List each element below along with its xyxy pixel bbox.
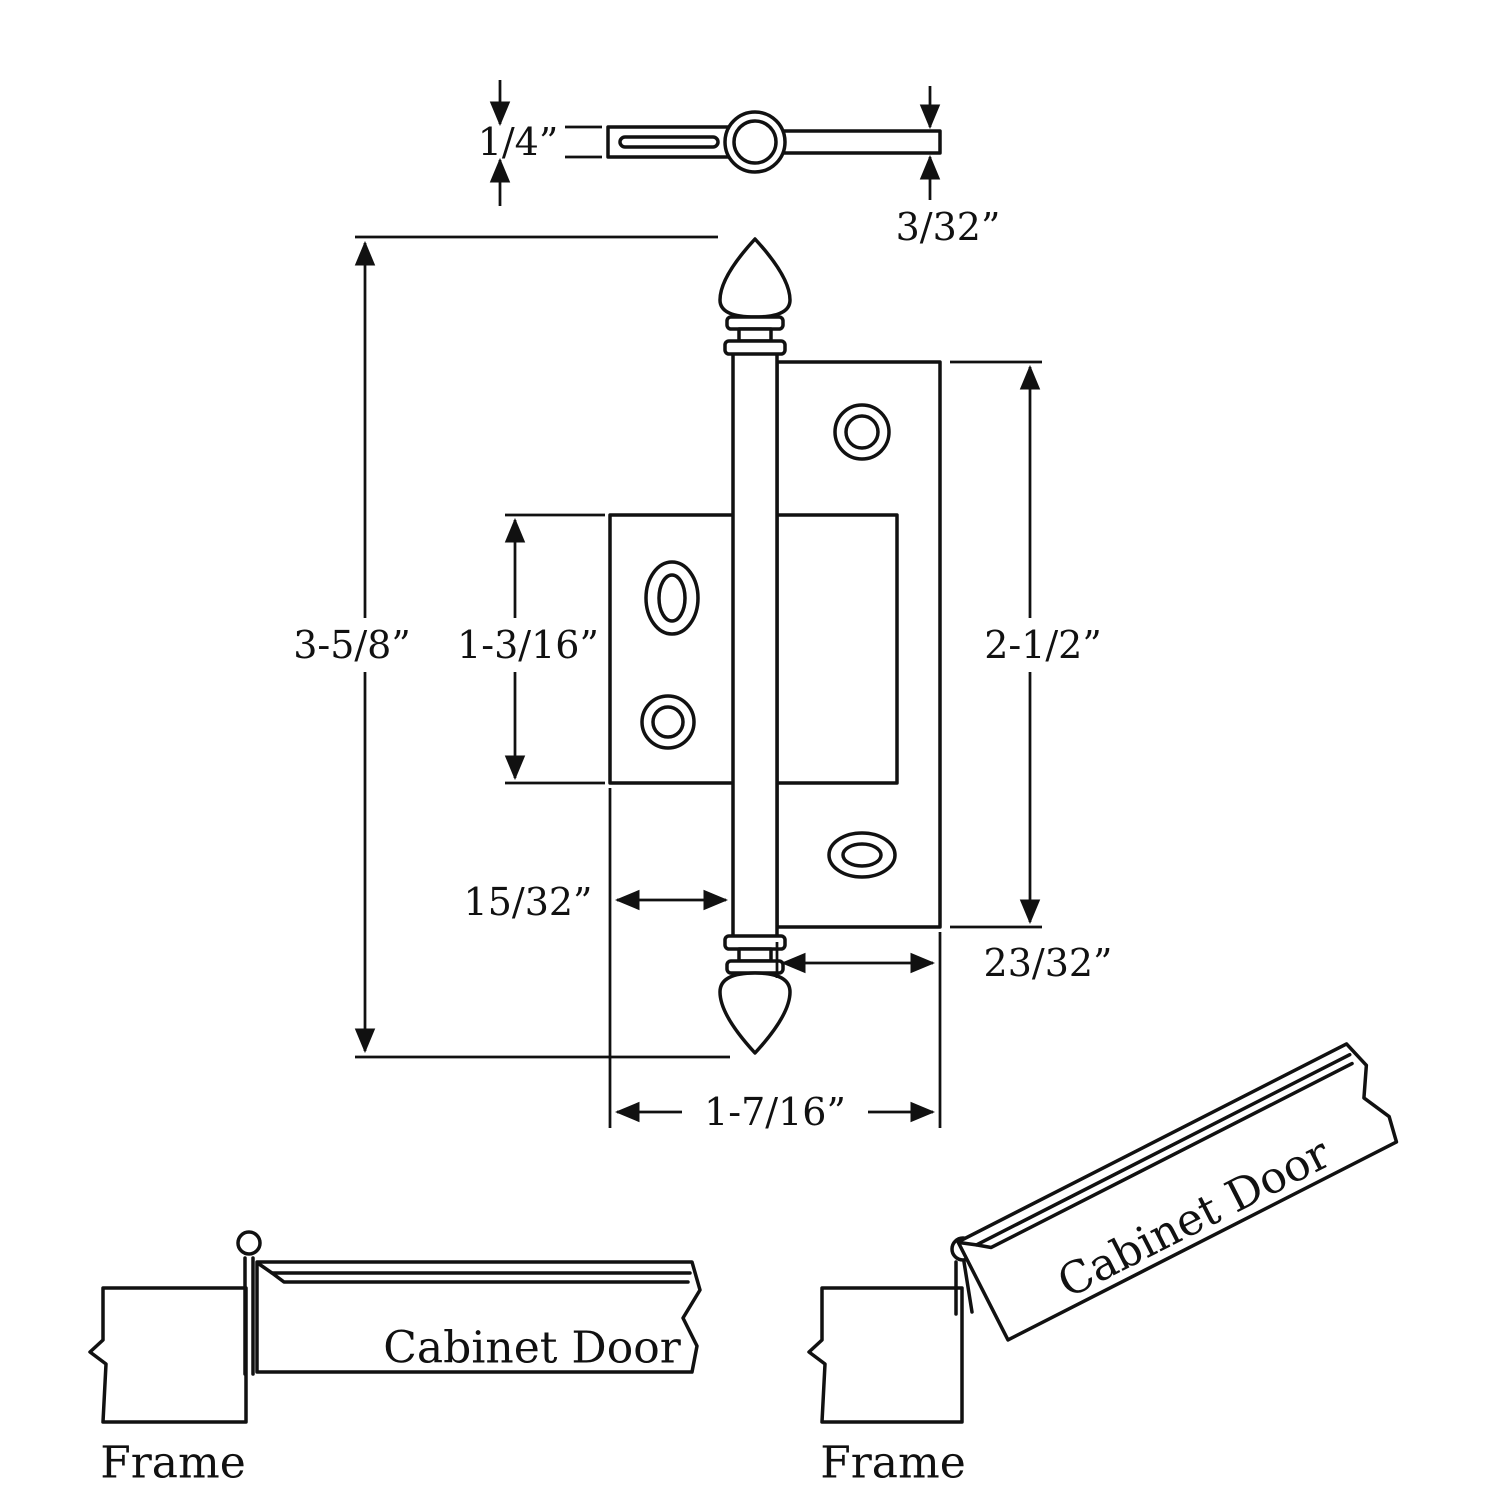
- frame-open: [807, 1286, 964, 1424]
- top-finial: [718, 237, 792, 356]
- dimension-plate-thickness: 3/32”: [896, 86, 1001, 249]
- bottom-finial-acorn: [718, 971, 792, 1055]
- door-open: [956, 1042, 1399, 1342]
- top-finial-acorn: [718, 237, 792, 319]
- hinge-ball-closed: [236, 1230, 262, 1256]
- dim-wide-leaf-height-label: 2-1/2”: [984, 623, 1102, 667]
- door-closed: [255, 1260, 702, 1374]
- hinge-barrel: [731, 348, 779, 942]
- frame-closed: [88, 1286, 248, 1424]
- dimension-leaf-thickness: 1/4”: [478, 80, 602, 206]
- dimension-pin-offset: 15/32”: [464, 880, 729, 924]
- frame-label-closed: Frame: [100, 1438, 246, 1489]
- frame-label-open: Frame: [820, 1438, 966, 1489]
- top-profile-view: 1/4” 3/32”: [478, 80, 1001, 249]
- dimension-wide-leaf-width: 23/32”: [775, 941, 1113, 985]
- bottom-finial-collar: [725, 959, 785, 975]
- cabinet-door-label-closed: Cabinet Door: [383, 1323, 681, 1374]
- open-door-view: Cabinet Door Frame: [807, 1042, 1399, 1489]
- dim-narrow-leaf-height-label: 1-3/16”: [457, 623, 599, 667]
- top-finial-neck: [737, 327, 773, 343]
- profile-thin-leaf: [775, 129, 942, 155]
- bottom-finial-neck: [737, 947, 773, 963]
- door-closed-molding-1: [257, 1262, 692, 1275]
- screw-hole-top-inner: [844, 414, 880, 450]
- top-finial-collar: [725, 315, 785, 331]
- dimension-narrow-leaf-height: 1-3/16”: [457, 513, 605, 785]
- bottom-finial: [718, 934, 792, 1055]
- screw-holes: [640, 403, 897, 879]
- dimension-overall-height: 3-5/8”: [293, 235, 730, 1059]
- dim-overall-height-label: 3-5/8”: [293, 623, 411, 667]
- screw-slot-bottom-inner: [841, 842, 883, 868]
- dimension-overall-width: 1-7/16”: [608, 788, 942, 1134]
- profile-leaf-slot: [618, 135, 720, 149]
- dimension-wide-leaf-height: 2-1/2”: [950, 360, 1102, 929]
- door-open-group: Cabinet Door: [956, 1042, 1399, 1342]
- dim-wide-leaf-width-label: 23/32”: [984, 941, 1113, 985]
- dim-plate-thickness-label: 3/32”: [896, 205, 1001, 249]
- top-finial-base: [723, 339, 787, 356]
- profile-barrel-inner: [732, 119, 778, 165]
- screw-hole-left-inner: [651, 705, 685, 739]
- screw-slot-left-inner: [657, 573, 687, 623]
- dim-pin-offset-label: 15/32”: [464, 880, 593, 924]
- closed-door-view: Cabinet Door Frame: [88, 1230, 702, 1489]
- door-open-molding-2: [974, 1061, 1354, 1250]
- dim-leaf-thickness-label: 1/4”: [478, 120, 559, 164]
- hinge-pin-open-right: [962, 1260, 974, 1314]
- hinge-front-view: 3-5/8” 1-3/16” 2-1/2” 15/32” 23/32”: [293, 235, 1113, 1134]
- dim-overall-width-label: 1-7/16”: [704, 1090, 846, 1134]
- door-closed-molding-2: [270, 1271, 690, 1284]
